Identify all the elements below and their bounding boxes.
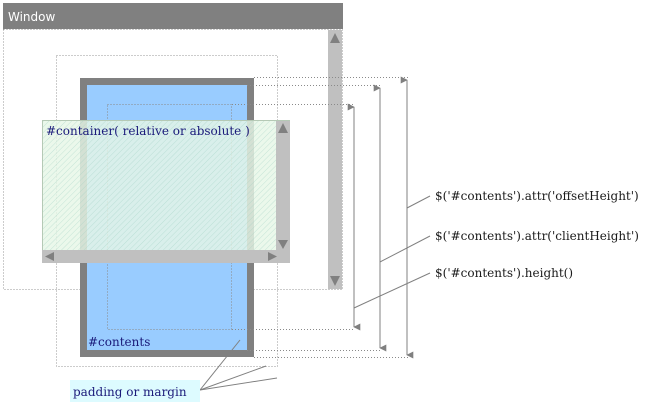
leader-client-height bbox=[379, 235, 431, 263]
callout-line-3 bbox=[199, 377, 278, 391]
container-block: #container( relative or absolute ) bbox=[42, 120, 290, 263]
leader-height bbox=[353, 272, 431, 309]
window-title: Window bbox=[8, 10, 56, 24]
container-scroll-left-icon[interactable] bbox=[45, 252, 54, 261]
leader-offset-height bbox=[406, 195, 431, 209]
padding-margin-frame bbox=[56, 55, 278, 367]
offset-height-label: $('#contents').attr('offsetHeight') bbox=[435, 189, 639, 203]
container-hatch bbox=[42, 120, 290, 263]
callout-line-2 bbox=[199, 365, 267, 391]
extension-lines bbox=[232, 77, 408, 358]
container-scroll-down-icon[interactable] bbox=[278, 240, 288, 249]
callout-line-1 bbox=[199, 339, 241, 391]
height-label: $('#contents').height() bbox=[435, 266, 573, 280]
container-scroll-right-icon[interactable] bbox=[268, 252, 277, 261]
container-horizontal-scrollbar[interactable] bbox=[42, 250, 290, 263]
client-height-label: $('#contents').attr('clientHeight') bbox=[435, 229, 639, 243]
padding-margin-note bbox=[70, 380, 200, 402]
contents-label: #contents bbox=[88, 335, 150, 349]
window-scrollbar[interactable] bbox=[328, 30, 342, 289]
leader-lines bbox=[353, 195, 431, 309]
window-scroll-up-icon[interactable] bbox=[330, 33, 340, 43]
window-titlebar bbox=[3, 3, 343, 29]
padding-margin-callout: padding or margin bbox=[70, 339, 278, 402]
container-scroll-up-icon[interactable] bbox=[278, 123, 288, 133]
padding-margin-label: padding or margin bbox=[73, 385, 187, 399]
window-scroll-down-icon[interactable] bbox=[330, 276, 340, 286]
measure-arrows bbox=[347, 76, 414, 359]
container-vertical-scrollbar[interactable] bbox=[276, 121, 290, 251]
container-label: #container( relative or absolute ) bbox=[46, 124, 250, 138]
